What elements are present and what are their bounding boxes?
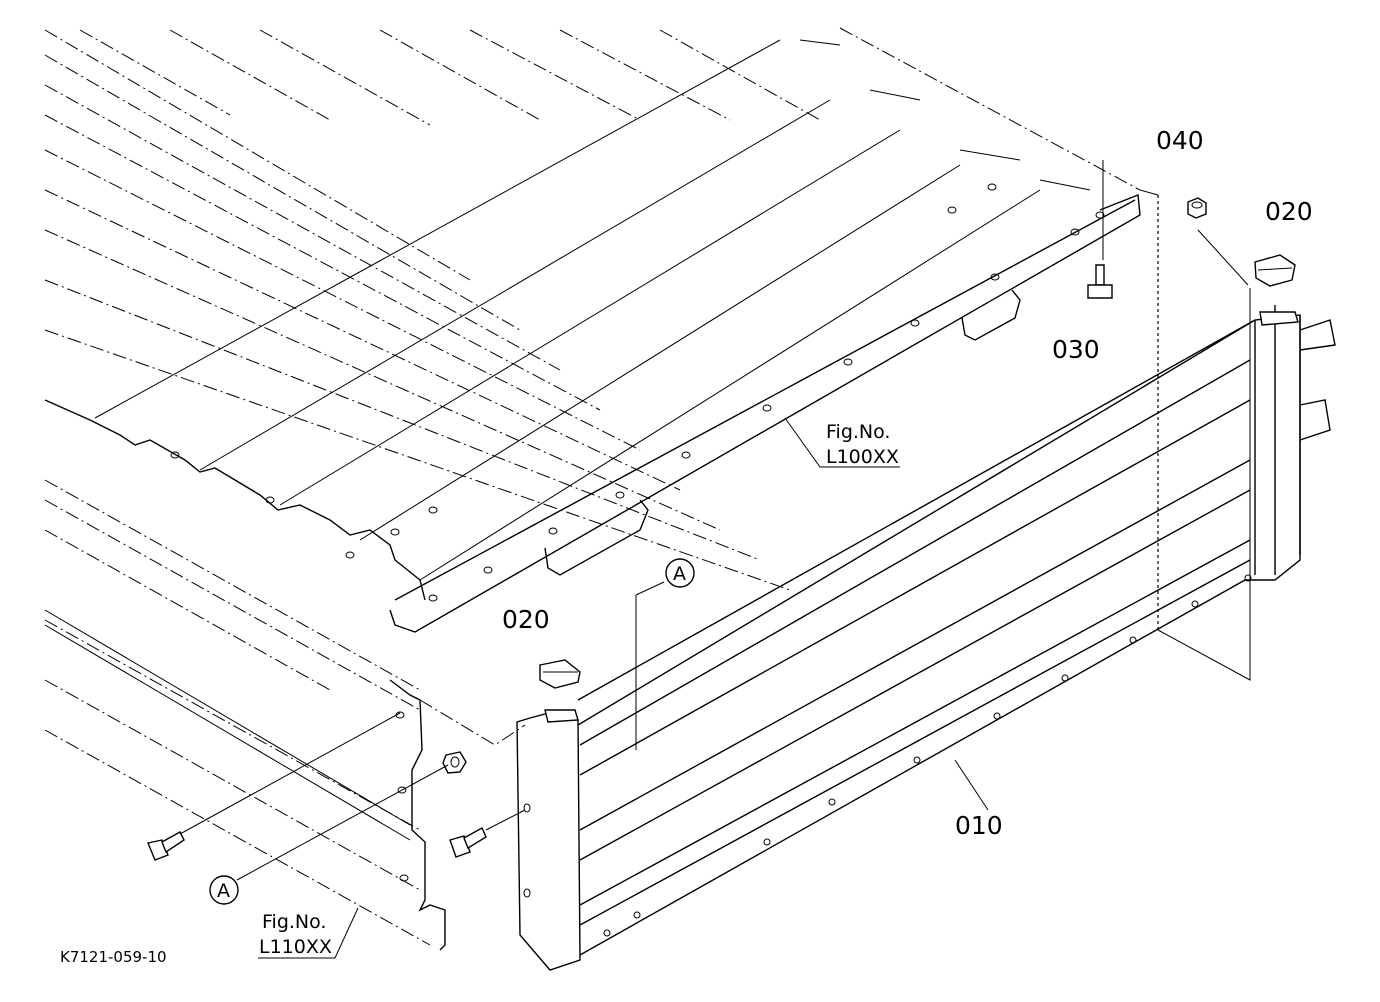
- part-label-020-left: 020: [502, 605, 550, 634]
- tailgate-010: [516, 305, 1336, 971]
- fig-ref-upper-line1: Fig.No.: [826, 421, 890, 443]
- bolt-left-lower-icon: [147, 712, 401, 861]
- fig-ref-lower-line1: Fig.No.: [262, 911, 326, 933]
- lower-side-panel: [44, 479, 526, 959]
- reference-circle-a-upper: [665, 558, 695, 588]
- bolt-030-icon: [1087, 264, 1113, 299]
- part-label-010: 010: [955, 811, 1003, 840]
- circle-a-lower-letter: A: [217, 880, 230, 902]
- part-label-020-right: 020: [1265, 197, 1313, 226]
- cap-020-left-icon: [539, 659, 581, 689]
- part-label-040: 040: [1156, 126, 1204, 155]
- circle-a-upper-letter: A: [673, 563, 686, 585]
- upper-deck-panel: [44, 27, 1141, 633]
- reference-circle-a-lower: [209, 875, 239, 905]
- cap-020-right-icon: [1254, 254, 1296, 287]
- drawing-code: K7121-059-10: [60, 948, 167, 966]
- fig-ref-lower-line2: L110XX: [259, 936, 332, 958]
- bolt-tailgate-icon: [449, 809, 526, 858]
- nut-side-icon: [236, 751, 467, 881]
- nut-040-icon: [1187, 197, 1207, 219]
- part-label-030: 030: [1052, 335, 1100, 364]
- fig-ref-upper-line2: L100XX: [826, 446, 899, 468]
